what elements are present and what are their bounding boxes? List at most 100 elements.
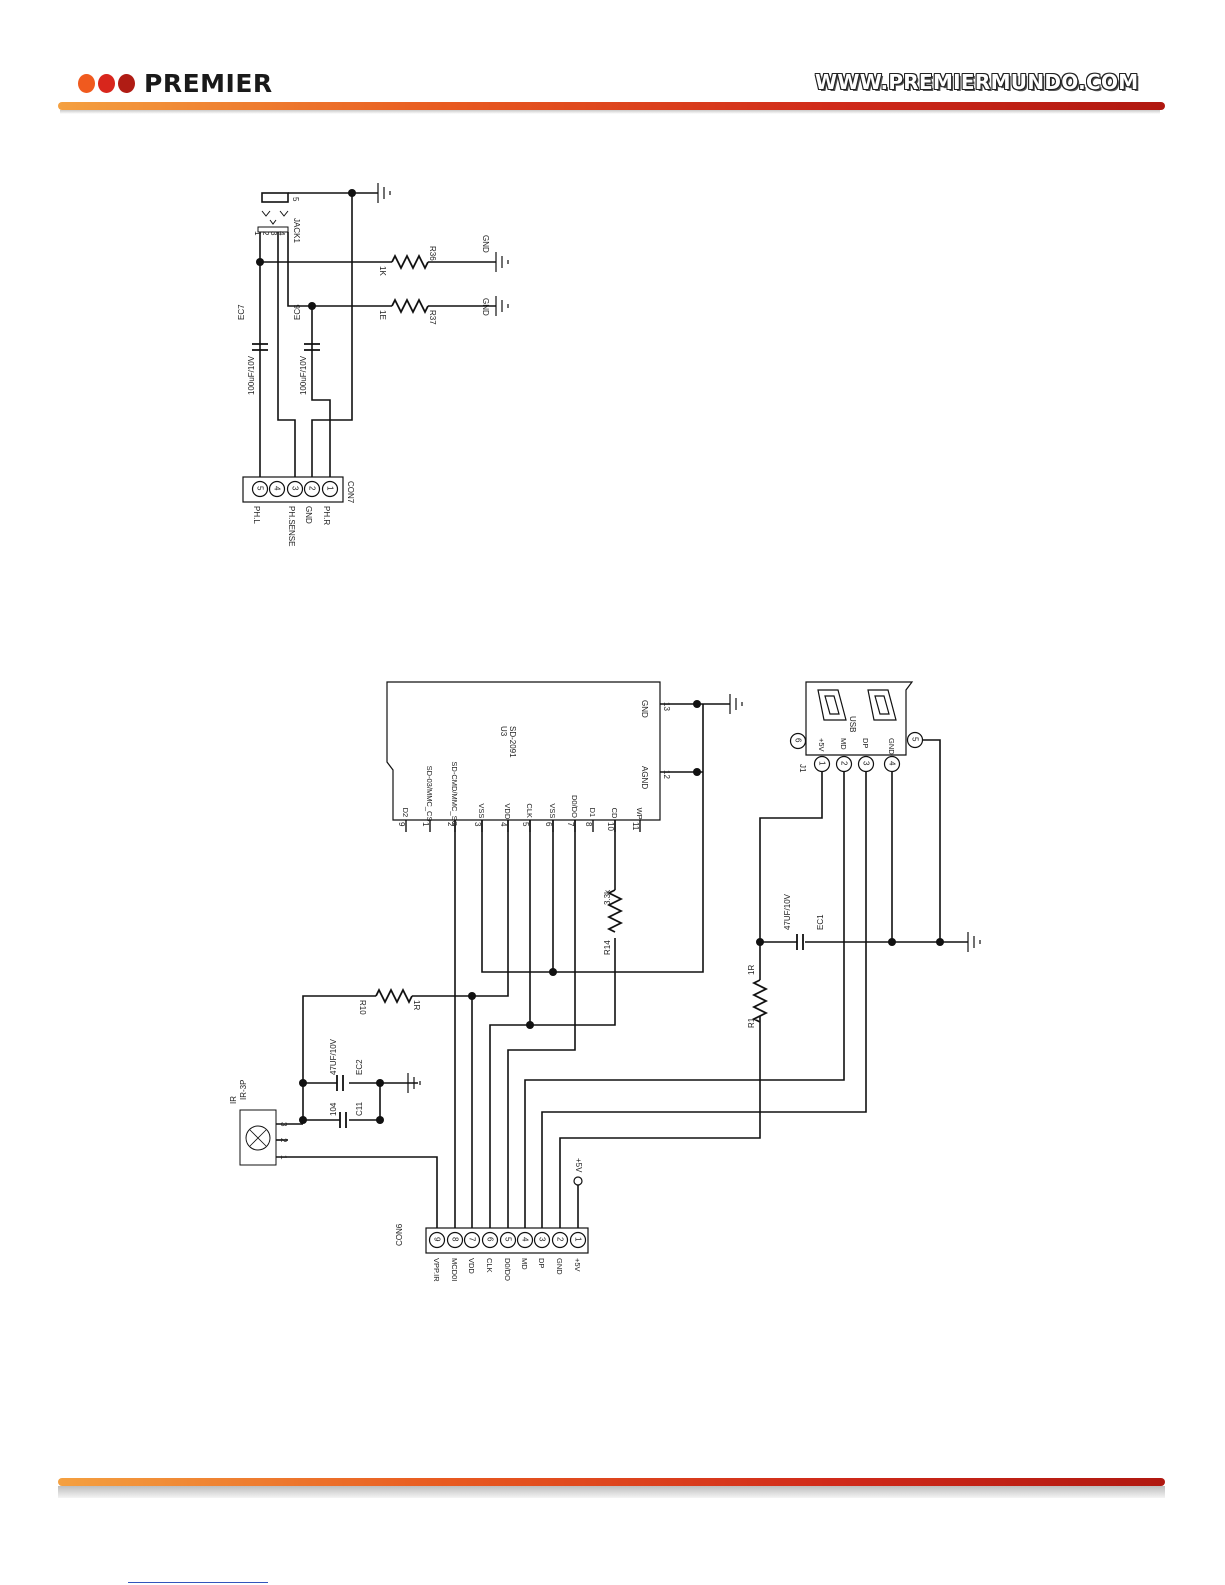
con7-pin-num-3: 3: [291, 486, 300, 491]
con6-pin-num-9: 9: [433, 1237, 442, 1242]
u3-pin-num-3: 3: [473, 822, 482, 827]
u3-pin-name-8: D1: [588, 808, 597, 818]
jack-gnd-wire: [288, 192, 353, 485]
con7-pin-4: [268, 480, 286, 498]
page-header: PREMIER WWW.PREMIERMUNDO.COM: [0, 0, 1225, 130]
r1-value: 1R: [747, 965, 756, 975]
r36-value: 1K: [378, 266, 387, 276]
website-url[interactable]: WWW.PREMIERMUNDO.COM: [815, 70, 1139, 94]
r36-ref: R36: [428, 246, 437, 261]
con6-pin-label-7: VDD: [467, 1258, 476, 1274]
con6-pin-num-7: 7: [468, 1237, 477, 1242]
r10-symbol: [375, 987, 413, 1005]
r1-ref: R1: [747, 1017, 756, 1028]
sd-usb-labels: U3 SD-2091 GND 13 AGND 12 3.3k R14 R10 1…: [229, 700, 857, 1246]
con6-pin-label-1: +5V: [573, 1258, 582, 1272]
usb-pin-2: [835, 755, 853, 773]
jack1-body: [261, 192, 289, 203]
usb-pin-num-1: 1: [818, 761, 827, 766]
u3-pin-num-8: 8: [584, 822, 593, 827]
c11-symbol: [339, 1112, 347, 1128]
ec1-symbol: [796, 934, 804, 950]
u3-agnd-pin-num: 12: [662, 770, 671, 779]
usb-slot-left: [817, 689, 847, 721]
u3-pin-num-2: 2: [446, 822, 455, 827]
u3-pin-num-6: 6: [544, 822, 553, 827]
con6-pin-label-9: VPP.IR: [432, 1258, 441, 1282]
usb-ref: J1: [798, 764, 807, 773]
r14-value: 3.3k: [603, 889, 612, 905]
jack1-pin-block: [257, 226, 289, 233]
gnd-symbol-ec1: [967, 932, 981, 952]
footer-link-underline: [128, 1582, 268, 1583]
con6-pin-label-8: MCD0I: [450, 1258, 459, 1281]
con6-pin-label-6: CLK: [485, 1258, 494, 1273]
con6-pin-num-5: 5: [504, 1237, 513, 1242]
c11-ref: C11: [355, 1101, 364, 1116]
con7-label-phsense: PH.SENSE: [287, 506, 296, 546]
ec7-ref: EC7: [237, 304, 246, 320]
logo-dot-1: [78, 73, 95, 93]
u3-pin-num-7: 7: [566, 822, 575, 827]
logo-dot-3: [118, 73, 135, 93]
usb-pin-num-3: 3: [862, 761, 871, 766]
jack1-pin-1: 1: [253, 231, 262, 236]
con6-pin-label-2: GND: [555, 1258, 564, 1275]
r36-gnd-label: GND: [481, 235, 490, 253]
con7-pin-2: [303, 480, 321, 498]
usb-pin-name-4: GND: [887, 738, 896, 755]
r37-ref: R37: [428, 310, 437, 325]
c11-value: 104: [329, 1102, 338, 1116]
supply-terminal: [573, 1176, 583, 1186]
clk-wire: [489, 820, 531, 1240]
jack1-pin-2: 2: [261, 231, 270, 236]
ir-lens: [245, 1125, 271, 1151]
supply-label: +5V: [574, 1158, 583, 1173]
usb-pin-3: [857, 755, 875, 773]
sd-usb-circuit: [239, 681, 981, 1254]
r37-gnd-label: GND: [481, 298, 490, 316]
con7-pin-1: [321, 480, 339, 498]
r36-symbol: [391, 253, 429, 271]
con7-label-phr: PH.R: [322, 506, 331, 525]
footer-rule-shadow: [58, 1486, 1165, 1498]
ec6-value: 100uF/10V: [299, 355, 308, 395]
usb-slot-right: [867, 689, 897, 721]
gnd-symbol-r37: [495, 296, 509, 316]
con6-pins: 9VPP.IR8MCD0I7VDD6CLK5D0/DO4MD3DP2GND1+5…: [428, 1231, 587, 1282]
ec7-symbol: [252, 343, 268, 351]
u3-pin-name-11: WP: [635, 808, 644, 820]
cd-wire: [530, 820, 616, 1026]
u3-pin-name-4: VDD: [503, 803, 512, 819]
gnd-symbol-u3: [729, 694, 743, 714]
ec1-ref: EC1: [816, 914, 825, 930]
con6-pin-label-3: DP: [537, 1258, 546, 1268]
con7-label-phl: PH.L: [252, 506, 261, 524]
ir-pin-1: 1: [279, 1155, 288, 1160]
c11-wire: [303, 1083, 381, 1121]
usb-shield-pin-num-6: 6: [794, 738, 803, 743]
con7-pin-num-4: 4: [273, 486, 282, 491]
ir-pin-2: 2: [279, 1138, 288, 1143]
con6-pin-num-4: 4: [521, 1237, 530, 1242]
u3-pin-num-4: 4: [499, 822, 508, 827]
usb-dp-wire: [541, 772, 867, 1240]
con7-ref: CON7: [346, 481, 355, 504]
usb-shield-pin-6: [789, 732, 807, 750]
r10-wire: [302, 995, 472, 1120]
gnd-symbol-ec2: [407, 1073, 421, 1093]
ec1-value: 47UF/10V: [783, 893, 792, 930]
con6-pin-8: [446, 1231, 464, 1249]
ph-sense-wire: [277, 232, 296, 485]
r14-symbol: [606, 889, 624, 933]
u3-gnd-pin-name: GND: [640, 700, 649, 718]
con6-pin-num-3: 3: [538, 1237, 547, 1242]
jack1-ref: JACK1: [292, 218, 301, 243]
ec2-value: 47UF/10V: [329, 1038, 338, 1075]
header-rule-shadow: [60, 110, 1160, 114]
jack1-contacts: [261, 210, 289, 225]
